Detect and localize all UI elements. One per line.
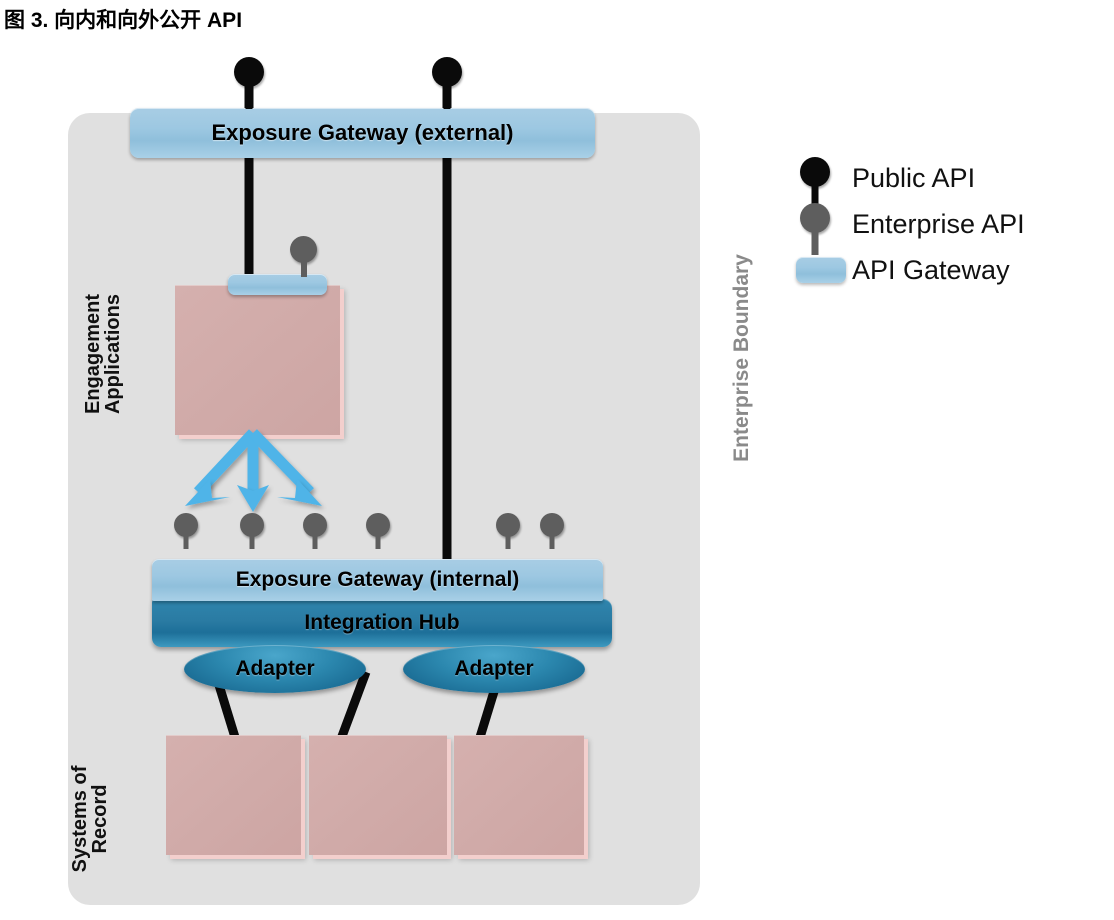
legend-label-enterprise-api: Enterprise API — [852, 208, 1025, 239]
engagement-application-box[interactable] — [175, 285, 340, 435]
legend-marker-enterprise-api — [790, 201, 852, 255]
legend-item-enterprise-api: Enterprise API — [790, 201, 1110, 255]
public-api-pin[interactable] — [234, 57, 264, 109]
system-of-record-box[interactable] — [166, 735, 301, 855]
pin-stem-icon — [312, 533, 318, 549]
lane-label-systems-of-record: Systems of Record — [69, 729, 112, 909]
exposure-gateway-internal[interactable]: Exposure Gateway (internal) — [152, 559, 603, 601]
exposure-gateway-external[interactable]: Exposure Gateway (external) — [130, 108, 595, 158]
enterprise-api-pin[interactable] — [303, 513, 327, 549]
legend-item-public-api: Public API — [790, 155, 1110, 209]
pin-stem-icon — [375, 533, 381, 549]
api-gateway-swatch-icon — [796, 257, 846, 283]
enterprise-api-pin[interactable] — [240, 513, 264, 549]
lane-label-line-1: Systems of — [69, 765, 91, 873]
legend-label-public-api: Public API — [852, 162, 976, 193]
pin-stem-icon — [811, 229, 819, 255]
pin-stem-icon — [183, 533, 189, 549]
pin-head-icon — [290, 236, 317, 263]
pin-stem-icon — [245, 83, 253, 109]
api-exposure-diagram: Enterprise Boundary Exposure Gateway (ex… — [0, 40, 1114, 920]
lane-label-engagement-applications: Engagement Applications — [82, 239, 125, 469]
pin-stem-icon — [549, 533, 555, 549]
figure-caption: 图 3. 向内和向外公开 API — [4, 9, 243, 32]
public-api-pin[interactable] — [432, 57, 462, 109]
system-of-record-box[interactable] — [454, 735, 584, 855]
pin-head-icon — [800, 157, 830, 187]
lane-label-line-2: Record — [89, 784, 112, 854]
enterprise-api-pin[interactable] — [540, 513, 564, 549]
enterprise-api-pin[interactable] — [290, 236, 317, 277]
public-api-pin-icon — [800, 157, 830, 209]
lane-label-line-1: Engagement — [82, 293, 104, 415]
lane-label-line-2: Applications — [102, 294, 125, 415]
adapter-node[interactable]: Adapter — [403, 645, 585, 693]
adapter-node[interactable]: Adapter — [184, 645, 366, 693]
application-api-gateway[interactable] — [228, 274, 327, 295]
legend-marker-api-gateway — [790, 247, 852, 293]
enterprise-api-pin[interactable] — [174, 513, 198, 549]
enterprise-api-pin[interactable] — [366, 513, 390, 549]
pin-stem-icon — [443, 83, 451, 109]
enterprise-api-pin-icon — [800, 203, 830, 255]
system-of-record-box[interactable] — [309, 735, 447, 855]
enterprise-boundary-label: Enterprise Boundary — [730, 254, 753, 462]
legend: Public API Enterprise API API Gateway — [790, 155, 1110, 293]
legend-label-api-gateway: API Gateway — [852, 254, 1010, 285]
legend-item-api-gateway: API Gateway — [790, 247, 1110, 293]
pin-stem-icon — [505, 533, 511, 549]
pin-stem-icon — [300, 259, 307, 277]
pin-stem-icon — [811, 183, 819, 209]
pin-head-icon — [800, 203, 830, 233]
integration-hub[interactable]: Integration Hub — [152, 599, 612, 647]
enterprise-api-pin[interactable] — [496, 513, 520, 549]
pin-stem-icon — [249, 533, 255, 549]
legend-marker-public-api — [790, 155, 852, 209]
